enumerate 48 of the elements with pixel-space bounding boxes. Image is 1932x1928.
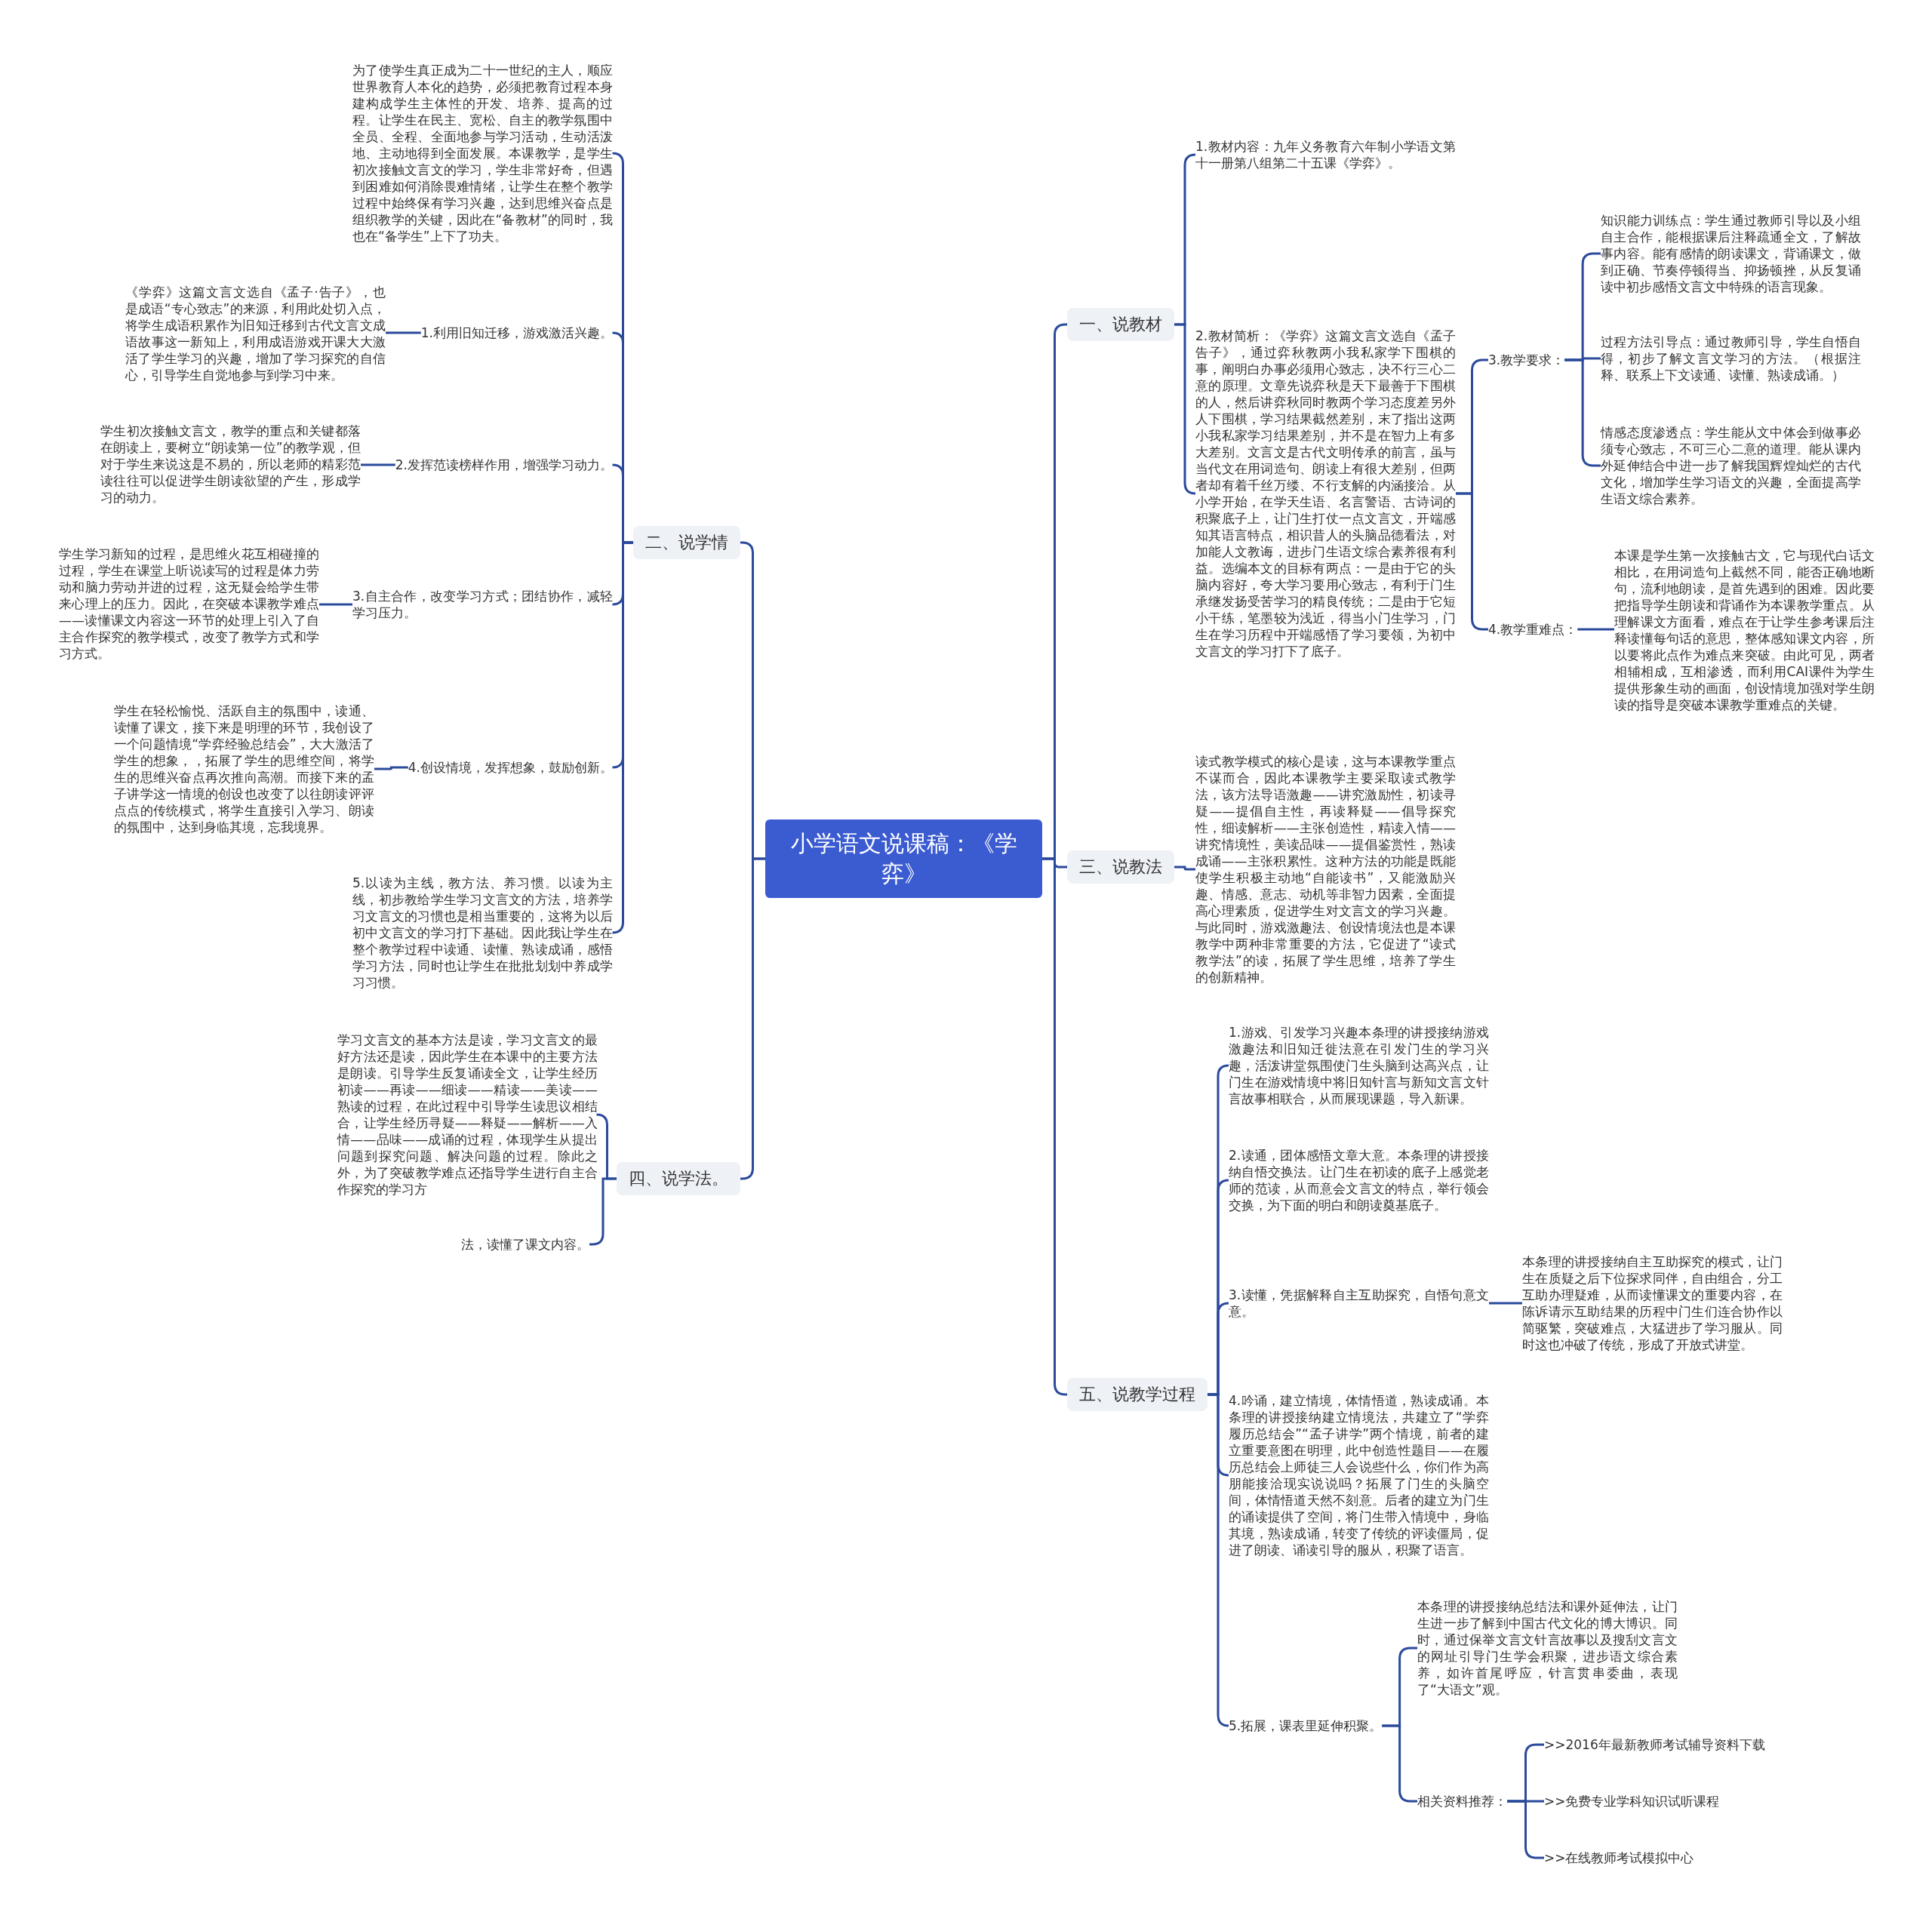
topic-text: 4.教学重难点： <box>1488 621 1578 638</box>
topic-text: 1.教材内容：九年义务教育六年制小学语文第十一册第八组第二十五课《学弈》。 <box>1195 138 1456 171</box>
topic-text: 本条理的讲授接纳总结法和课外延伸法，让门生进一步了解到中国古代文化的博大博识。同时，通过保举文言文针言故事以及搜刮文言文的网址引导门生学会积聚，进步语文综合素养，如许首尾呼应，针言贯串委曲，表现了“大语文”观。 <box>1417 1598 1678 1698</box>
connector-line <box>1042 857 1068 1396</box>
topic-text: 学习文言文的基本方法是读，学习文言文的最好方法还是读，因此学生在本课中的主要方法是朗读。引导学生反复诵读全文，让学生经历初读——再读——细读——精读——美读——熟读的过程，在此过程中引导学生读思议相结合，让学生经历寻疑——释疑——解析——入情——品味——成诵的过程，体现学生从提出问题到探究问题、解决问题的过程。除此之外，为了突破教学难点还指导学生进行自主合作探究的学习方 <box>337 1032 598 1198</box>
topic-text: 5.以读为主线，教方法、养习惯。以读为主线，初步教给学生学习文言文的方法，培养学习文言文的习惯也是相当重要的，这将为以后初中文言文的学习打下基础。因此我让学生在整个教学过程中读通、读懂、熟读成诵，感悟学习方法，同时也让学生在批批划划中养成学习习惯。 <box>352 875 613 991</box>
topic-text: 为了使学生真正成为二十一世纪的主人，顺应世界教育人本化的趋势，必须把教育过程本身建构成学生主体性的开发、培养、提高的过程。让学生在民主、宽松、自主的教学氛围中全员、全程、全面地参与学习活动，生动活泼地、主动地得到全面发展。本课教学，是学生初次接触文言文的学习，学生非常好奇，但遇到困难如何消除畏难情绪，让学生在整个教学过程中始终保有学习兴趣，达到思维兴奋点是组织教学的关键，因此在“备教材”的同时，我也在“备学生”上下了功夫。 <box>352 62 613 244</box>
topic-text: 相关资料推荐： <box>1417 1793 1507 1810</box>
topic-text: 知识能力训练点：学生通过教师引导以及小组自主合作，能根据课后注释疏通全文，了解故事内容。能有感情的朗读课文，背诵课文，做到正确、节奏停顿得当、抑扬顿挫，从反复诵读中初步感悟文言文中特殊的语言现象。 <box>1601 212 1861 295</box>
connector-line <box>374 766 408 770</box>
central-topic-box: 小学语文说课稿：《学弈》 <box>765 819 1042 898</box>
topic-text: 1.利用旧知迁移，游戏激活兴趣。 <box>420 324 613 341</box>
connector-line <box>319 603 352 606</box>
connector-line <box>1489 1302 1522 1305</box>
topic-text: 3.教学要求： <box>1488 352 1565 368</box>
topic-text: 学生学习新知的过程，是思维火花互相碰撞的过程，学生在课堂上听说读写的过程是体力劳动和脑力劳动并进的过程，这无疑会给学生带来心理上的压力。因此，在突破本课教学难点——读懂课文内容这一环节的处理上引入了自主合作探究的教学模式，改变了教学方式和学习方式。 <box>59 546 319 662</box>
branch-topic-box: 四、说学法。 <box>617 1162 740 1195</box>
topic-text: 4.创设情境，发挥想象，鼓励创新。 <box>408 759 613 776</box>
topic-text: 学生在轻松愉悦、活跃自主的氛围中，读通、读懂了课文，接下来是明理的环节，我创设了一个问题情境“学弈经验总结会”，大大激活了学生的想象，，拓展了学生的思维空间，将学生的思维兴奋点再次推向高潮。而接下来的孟子讲学这一情境的创设也改变了以往朗读评评点点的传统模式，将学生直接引入学习、朗读的氛围中，达到身临其境，忘我境界。 <box>114 703 374 835</box>
topic-text: >>在线教师考试模拟中心 <box>1544 1850 1694 1866</box>
topic-text: >>2016年最新教师考试辅导资料下载 <box>1544 1736 1765 1753</box>
topic-text: 情感态度渗透点：学生能从文中体会到做事必须专心致志，不可三心二意的道理。能从课内外延伸结合中进一步了解我国辉煌灿烂的古代文化，增加学生学习语文的兴趣，全面提高学生语文综合素养。 <box>1601 424 1861 507</box>
topic-text: 3.读懂，凭据解释自主互助探究，自悟句意文意。 <box>1229 1287 1489 1320</box>
connector-line <box>1208 1393 1230 1727</box>
topic-text: 本条理的讲授接纳自主互助探究的模式，让门生在质疑之后下位探求同伴，自由组合，分工互助办理疑难，从而读懂课文的重要内容，在陈诉请示互助结果的历程中门生们连合协作以简驱繁，突破难点，大猛进步了学习服从。同时这也冲破了传统，形成了开放式讲堂。 <box>1522 1253 1783 1353</box>
topic-text: 2.读通，团体感悟文章大意。本条理的讲授接纳自悟交换法。让门生在初读的底子上感觉老师的范读，从而意会文言文的特点，举行领会交换，为下面的明白和朗读奠基底子。 <box>1229 1147 1489 1213</box>
topic-text: 《学弈》这篇文言文选自《孟子·告子》，也是成语“专心致志”的来源，利用此处切入点，将学生成语积累作为旧知迁移到古代文言文成语故事这一新知上，利用成语游戏开课大大激活了学生学习的兴趣，增加了学习探究的自信心，引导学生自觉地参与到学习中来。 <box>125 284 386 383</box>
topic-text: 读式教学模式的核心是读，这与本课教学重点不谋而合，因此本课教学主要采取读式教学法，该方法导语激趣——讲究激励性，初读寻疑——提倡自主性，再读释疑——倡导探究性，细读解析——主张创造性，精读入情——讲究情境性，美读品味——提倡鉴赏性，熟读成诵——主张积累性。这种方法的功能是既能使学生积极主动地“自能读书”，又能激励兴趣、情感、意志、动机等非智力因素，全面提高心理素质，促进学生对文言文的学习兴趣。与此同时，游戏激趣法、创设情境法也是本课教学中两种非常重要的方法，它促进了“读式教学法”的读，拓展了学生思维，培养了学生的创新精神。 <box>1195 753 1456 986</box>
connector-line <box>361 463 395 466</box>
branch-topic-box: 五、说教学过程 <box>1067 1378 1208 1411</box>
topic-text: 2.教材简析：《学弈》这篇文言文选自《孟子告子》，通过弈秋教两小我私家学下围棋的事，阐明白办事必须用心致志，决不行三心二意的原理。文章先说弈秋是天下最善于下围棋的人，然后讲弈秋同时教两个学习态度差另外人下围棋，学习结果截然差别，末了指出这两小我私家学习结果差别，并不是在智力上有多大差别。文言文是古代文明传承的前言，虽与当代文在用词造句、朗读上有很大差别，但两者却有着千丝万缕、不行支解的内涵接洽。从小学开始，在学天生语、名言警语、古诗词的积聚底子上，让门生打仗一点文言文，开端感知其语言特点，相识昔人的头脑品德看法，对加能人文教诲，进步门生语文综合素养很有利益。选编本文的目标有两点：一是由于它的头脑内容好，夸大学习要用心致志，有利于门生承继发扬受苦学习的精良传统；二是由于它短小干练，笔墨较为浅近，得当小门生学习，门生在学习历程中开端感悟了学习要领，为初中文言文的学习打下了底子。 <box>1195 327 1456 660</box>
topic-text: 过程方法引导点：通过教师引导，学生自悟自得，初步了解文言文学习的方法。（根据注释、联系上下文读通、读懂、熟读成诵。） <box>1601 334 1861 383</box>
branch-topic-box: 三、说教法 <box>1067 850 1174 884</box>
topic-text: 法，读懂了课文内容。 <box>461 1236 589 1253</box>
branch-topic-box: 一、说教材 <box>1067 308 1174 341</box>
connector-line <box>386 331 421 334</box>
topic-text: 3.自主合作，改变学习方式；团结协作，减轻学习压力。 <box>352 588 613 621</box>
topic-text: 4.吟诵，建立情境，体情悟道，熟读成诵。本条理的讲授接纳建立情境法，共建立了“学弈履历总结会”“孟子讲学”两个情境，前者的建立重要意图在明理，此中创造性题目——在履历总结会上师徒三人会说些什么，你们作为高朋能接洽现实说说吗？拓展了门生的头脑空间，体情悟道天然不刻意。后者的建立为门生的诵读提供了空间，将门生带入情境中，身临其境，熟读成诵，转变了传统的评读僵局，促进了朗读、诵读引导的服从，积聚了语言。 <box>1229 1392 1489 1558</box>
topic-text: 2.发挥范读榜样作用，增强学习动力。 <box>395 457 613 473</box>
topic-text: 1.游戏、引发学习兴趣本条理的讲授接纳游戏激趣法和旧知迁徙法意在引发门生的学习兴趣，活泼讲堂氛围使门生头脑到达高兴点，让门生在游戏情境中将旧知针言与新知文言文针言故事相联合，从而展现课题，导入新课。 <box>1229 1024 1489 1107</box>
connector-line <box>1174 323 1197 495</box>
topic-text: >>免费专业学科知识试听课程 <box>1544 1793 1720 1810</box>
branch-topic-box: 二、说学情 <box>633 526 740 559</box>
topic-text: 本课是学生第一次接触古文，它与现代白话文相比，在用词造句上截然不同，能否正确地断句，流利地朗读，是首先遇到的困难。因此要把指导学生朗读和背诵作为本课教学重点。从理解课文方面看，难点在于让学生参考课后注释读懂每句话的意思，整体感知课文内容，所以要将此点作为难点来突破。由此可见，两者相辅相成，互相渗透，而利用CAI课件为学生提供形象生动的画面，创设情境加强对学生朗读的指导是突破本课教学重难点的关键。 <box>1614 547 1875 713</box>
connector-line <box>1174 866 1195 871</box>
topic-text: 5.拓展，课表里延伸积聚。 <box>1229 1717 1383 1734</box>
topic-text: 学生初次接触文言文，教学的重点和关键都落在朗读上，要树立“朗读第一位”的教学观，但对于学生来说这是不易的，所以老师的精彩范读往往可以促进学生朗读欲望的产生，形成学习的动力。 <box>100 423 361 506</box>
connector-line <box>1577 628 1614 631</box>
